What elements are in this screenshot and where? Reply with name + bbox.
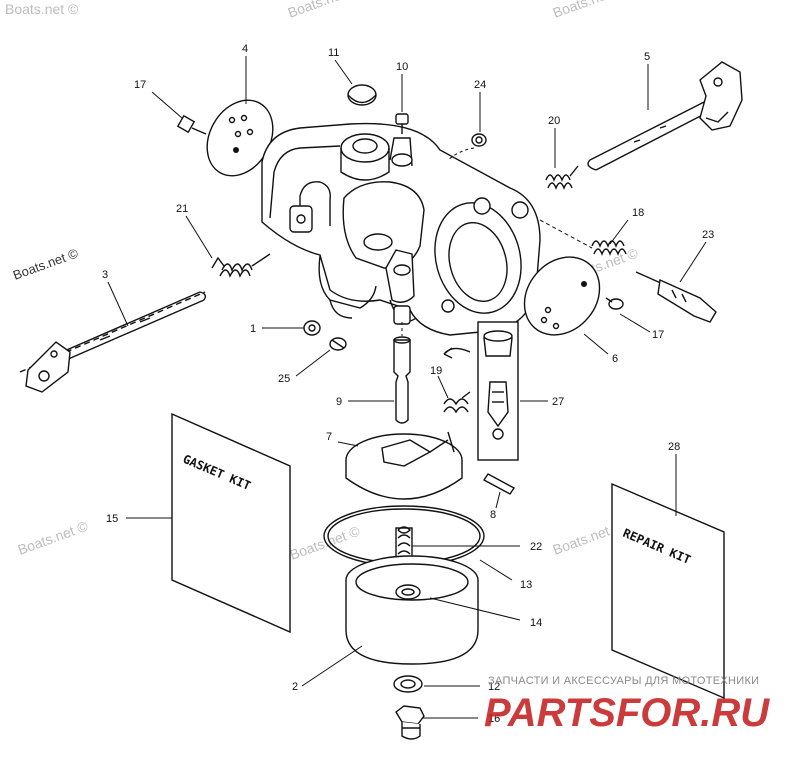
- drain-gasket: [393, 675, 423, 693]
- callout-18: 18: [632, 207, 644, 219]
- callout-27: 27: [552, 396, 564, 408]
- choke-spring: [545, 165, 579, 190]
- idle-jet-10: [395, 113, 409, 134]
- callout-3: 3: [102, 269, 108, 281]
- welch-plug: [347, 84, 377, 106]
- screw-right: [605, 297, 624, 310]
- repair-kit-card: REPAIR KIT: [611, 482, 725, 700]
- bowl-spring: [395, 526, 413, 559]
- callout-5: 5: [644, 51, 650, 63]
- drain-plug: [395, 705, 425, 740]
- callout-15: 15: [106, 513, 118, 525]
- watermark-bottom-left: Boats.net ©: [16, 517, 91, 557]
- watermark-top-right: Boats.net ©: [551, 0, 626, 21]
- leader-lines: [107, 56, 707, 719]
- throttle-plate: [523, 256, 601, 336]
- needle-spring: [443, 391, 471, 414]
- callout-6: 6: [612, 353, 618, 365]
- callout-24: 24: [474, 79, 486, 91]
- callout-25: 25: [278, 373, 290, 385]
- callout-10: 10: [396, 61, 408, 73]
- callout-numbers: 4 11 10 5 17 24 20 21 18 23 3 1 17 6 25 …: [102, 43, 714, 725]
- screw-top-left: [176, 114, 207, 135]
- float: [345, 431, 463, 500]
- callout-13: 13: [520, 579, 532, 591]
- main-jet-tube: [393, 322, 411, 424]
- choke-plate: [206, 99, 274, 177]
- callout-22: 22: [530, 541, 542, 553]
- callout-20: 20: [548, 115, 560, 127]
- callout-1: 1: [250, 323, 256, 335]
- callout-2: 2: [292, 681, 298, 693]
- screw-25: [329, 337, 347, 351]
- callout-21: 21: [176, 203, 188, 215]
- callout-14: 14: [530, 617, 542, 629]
- float-bowl: [345, 555, 479, 665]
- callout-11: 11: [328, 47, 339, 59]
- callout-16: 16: [488, 713, 500, 725]
- washer-24: [447, 133, 487, 161]
- carburetor-body: [261, 122, 541, 336]
- bowl-drain-ring: [401, 588, 415, 596]
- callout-9: 9: [336, 396, 342, 408]
- partsfor-branding: ЗАПЧАСТИ И АКСЕССУАРЫ ДЛЯ МОТОТЕХНИКИ PA…: [484, 675, 770, 735]
- callout-28: 28: [668, 441, 680, 453]
- throttle-shaft-left: [19, 291, 207, 393]
- watermark-top-left: Boats.net ©: [5, 1, 79, 17]
- callout-12: 12: [488, 681, 500, 693]
- callout-4: 4: [242, 43, 248, 55]
- gasket-kit-card: GASKET KIT: [171, 412, 291, 634]
- partsfor-tagline: ЗАПЧАСТИ И АКСЕССУАРЫ ДЛЯ МОТОТЕХНИКИ: [488, 675, 759, 687]
- choke-shaft-right: [587, 61, 743, 171]
- throttle-return-spring: [211, 253, 271, 278]
- callout-23: 23: [702, 229, 714, 241]
- callout-17-top: 17: [134, 79, 146, 91]
- callout-17-right: 17: [652, 329, 664, 341]
- mixture-needle: [635, 271, 717, 323]
- idle-spring: [539, 219, 627, 256]
- callout-7: 7: [326, 431, 332, 443]
- partsfor-logo: PARTSFOR.RU: [484, 691, 770, 735]
- callout-8: 8: [490, 509, 496, 521]
- callout-19: 19: [430, 365, 442, 377]
- needle-and-seat-kit: [443, 321, 519, 461]
- float-pin: [482, 473, 516, 495]
- washer-1: [303, 320, 321, 336]
- watermark-top-center: Boats.net ©: [286, 0, 361, 21]
- watermark-left: Boats.net ©: [11, 245, 81, 283]
